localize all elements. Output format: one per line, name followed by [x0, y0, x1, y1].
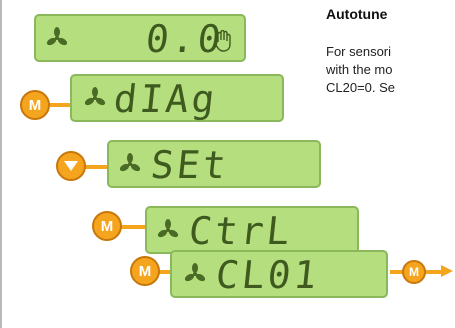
display-value: 0.0	[34, 14, 246, 62]
m-button-3[interactable]: M	[130, 256, 160, 286]
arrow-right-icon	[441, 265, 453, 277]
display-diag-text: dIAg	[111, 77, 220, 121]
paragraph-line-3: CL20=0. Se	[326, 80, 396, 95]
fan-icon	[184, 263, 206, 282]
connector-3	[110, 225, 150, 229]
paragraph-line-2: with the mo	[326, 62, 393, 77]
display-set: SEt	[107, 140, 321, 188]
fan-icon	[157, 219, 179, 238]
m-button-2[interactable]: M	[92, 211, 122, 241]
hand-icon	[214, 30, 231, 52]
section-heading: Autotune	[326, 6, 388, 22]
display-cl01: CL01	[170, 250, 388, 298]
display-diag: dIAg	[70, 74, 284, 122]
fan-icon	[84, 87, 106, 106]
display-ctrl-text: CtrL	[186, 209, 295, 253]
page-border	[0, 0, 2, 328]
fan-icon	[46, 27, 68, 46]
display-cl01-text: CL01	[213, 253, 322, 297]
down-button[interactable]	[56, 151, 86, 181]
m-button-4[interactable]: M	[402, 260, 426, 284]
connector-1	[40, 103, 80, 107]
m-button-1[interactable]: M	[20, 90, 50, 120]
paragraph-line-1: For sensori	[326, 44, 392, 59]
fan-icon	[119, 153, 141, 172]
display-set-text: SEt	[148, 143, 231, 187]
display-ctrl: CtrL	[145, 206, 359, 254]
arrow-down-icon	[64, 161, 78, 171]
connector-2	[75, 165, 115, 169]
